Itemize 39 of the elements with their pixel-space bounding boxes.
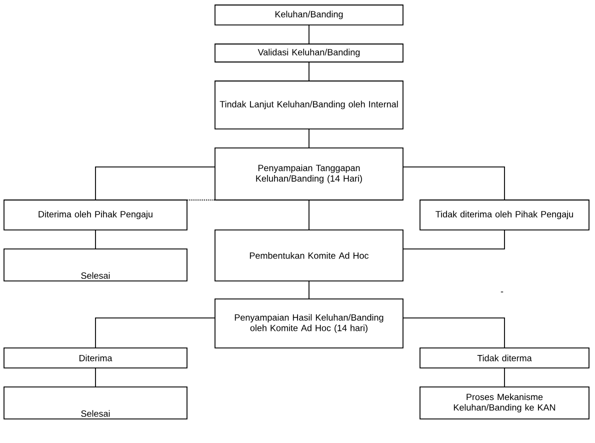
node-label: Proses Mekanisme Keluhan/Banding ke KAN [454, 394, 556, 412]
node-label: Penyampaian Hasil Keluhan/Banding oleh Komite Ad Hoc (14 hari) [234, 314, 384, 333]
connector-line [308, 200, 310, 230]
connector-line [95, 368, 96, 388]
connector-line [308, 128, 310, 148]
connector-line [95, 318, 216, 348]
node-label: Diterima [79, 354, 112, 362]
node-label: Selesai [81, 272, 110, 279]
connector-line [308, 24, 310, 44]
process-box [4, 248, 188, 282]
node-label: Validasi Keluhan/Banding [258, 48, 360, 58]
connector-line [308, 62, 310, 82]
node-label: Selesai [81, 410, 110, 417]
process-box [4, 386, 188, 420]
connector-line [95, 230, 96, 250]
connector-line [504, 368, 505, 388]
connector-line [402, 166, 505, 200]
connector-line [95, 166, 216, 200]
node-label: Tidak diterima oleh Pihak Pengaju [436, 210, 573, 220]
process-box [420, 386, 590, 420]
process-box [214, 4, 404, 26]
process-box [214, 230, 404, 282]
node-label: Penyampaian Tanggapan Keluhan/Banding (14 Hari) [256, 164, 362, 184]
node-label: Tidak diterma [477, 354, 532, 362]
node-label: Diterima oleh Pihak Pengaju [38, 210, 152, 220]
process-box [214, 298, 404, 348]
connector-line [402, 230, 505, 250]
connector-line [308, 280, 310, 300]
process-box [214, 44, 404, 62]
process-box [214, 80, 404, 130]
process-box [420, 348, 590, 368]
process-box [4, 348, 188, 368]
connector-line [402, 318, 505, 348]
node-label: Tindak Lanjut Keluhan/Banding oleh Internal [220, 100, 398, 110]
node-label: Pembentukan Komite Ad Hoc [250, 252, 369, 259]
node-label: Keluhan/Banding [275, 10, 343, 20]
process-box [214, 148, 404, 200]
process-box [420, 200, 590, 230]
process-box [4, 200, 188, 230]
